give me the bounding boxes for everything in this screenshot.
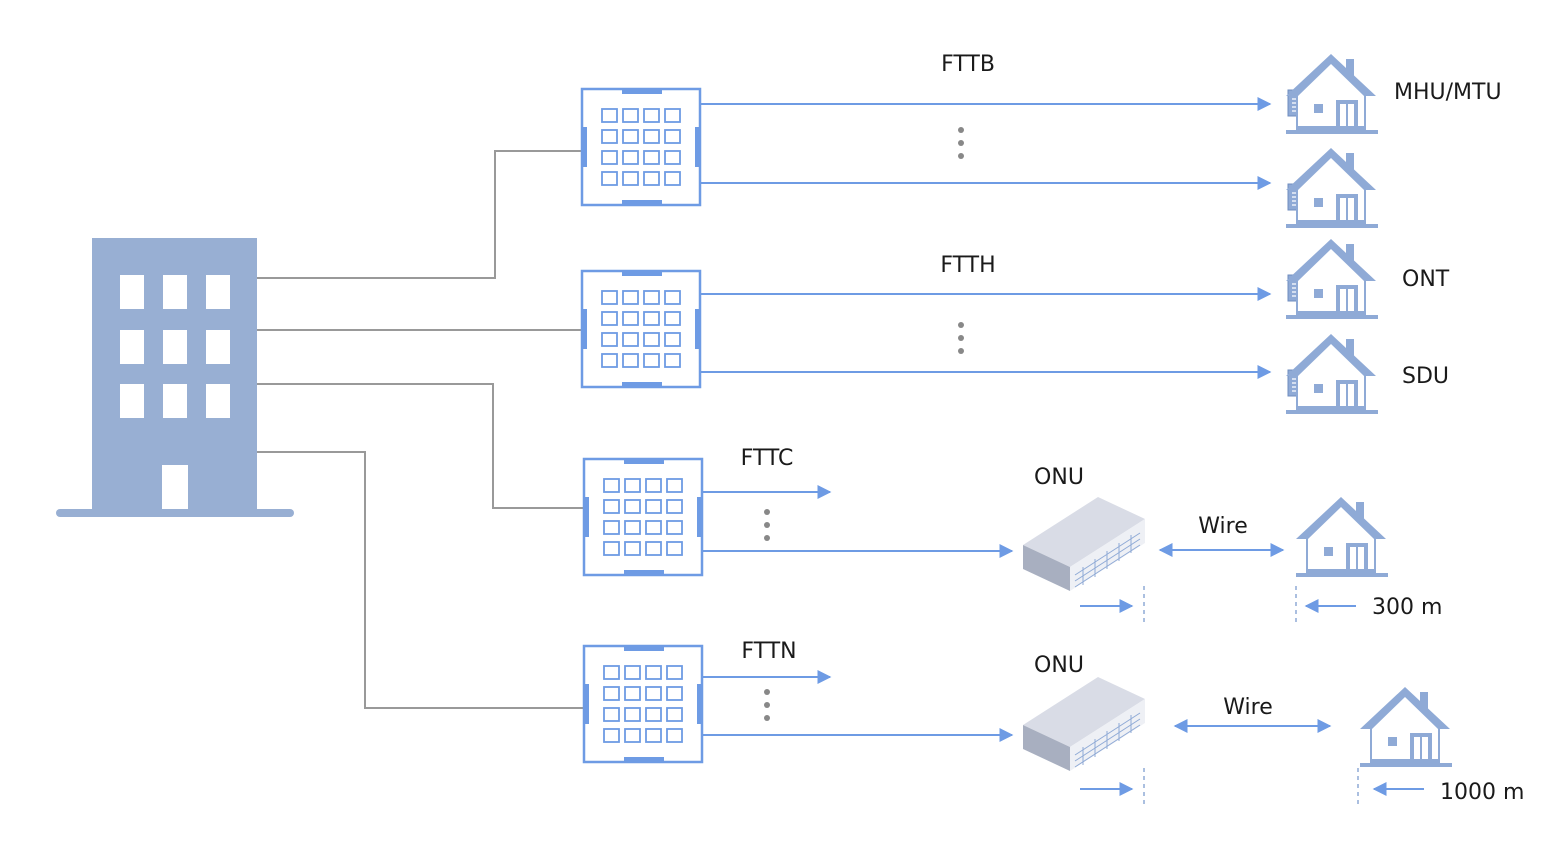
house-icon-fttc: [1296, 497, 1388, 577]
splitter-fttb: [579, 86, 703, 208]
fttc-label: FTTC: [741, 446, 794, 471]
splitter-fttn: [581, 643, 705, 765]
distance-markers: [1143, 586, 1359, 808]
home-ont: [1286, 239, 1378, 319]
home-mhu-1: [1286, 54, 1378, 134]
mhu-mtu-label: MHU/MTU: [1394, 80, 1502, 105]
onu-device-icon-bottom: [1022, 676, 1146, 772]
ellipsis-dots: [764, 127, 964, 721]
onu-device-icon-top: [1022, 496, 1146, 592]
ont-label: ONT: [1402, 267, 1450, 292]
fttb-label: FTTB: [941, 52, 995, 77]
ftth-label: FTTH: [940, 253, 995, 278]
onu-label-bottom: ONU: [1034, 653, 1084, 678]
wire-label-bottom: Wire: [1223, 695, 1272, 720]
onu-label-top: ONU: [1034, 465, 1084, 490]
house-icon-fttn: [1360, 687, 1452, 767]
fiber-links: [700, 97, 1424, 796]
feeder-fibers: [257, 150, 583, 709]
sdu-label: SDU: [1402, 364, 1449, 389]
fttn-label: FTTN: [741, 639, 796, 664]
distance-1000-label: 1000 m: [1440, 780, 1524, 805]
office-building-icon: [56, 238, 294, 517]
wire-label-top: Wire: [1198, 514, 1247, 539]
home-mhu-2: [1286, 148, 1378, 228]
splitter-fttc: [581, 456, 705, 578]
splitter-ftth: [579, 268, 703, 390]
distance-300-label: 300 m: [1372, 595, 1442, 620]
home-sdu: [1286, 334, 1378, 414]
